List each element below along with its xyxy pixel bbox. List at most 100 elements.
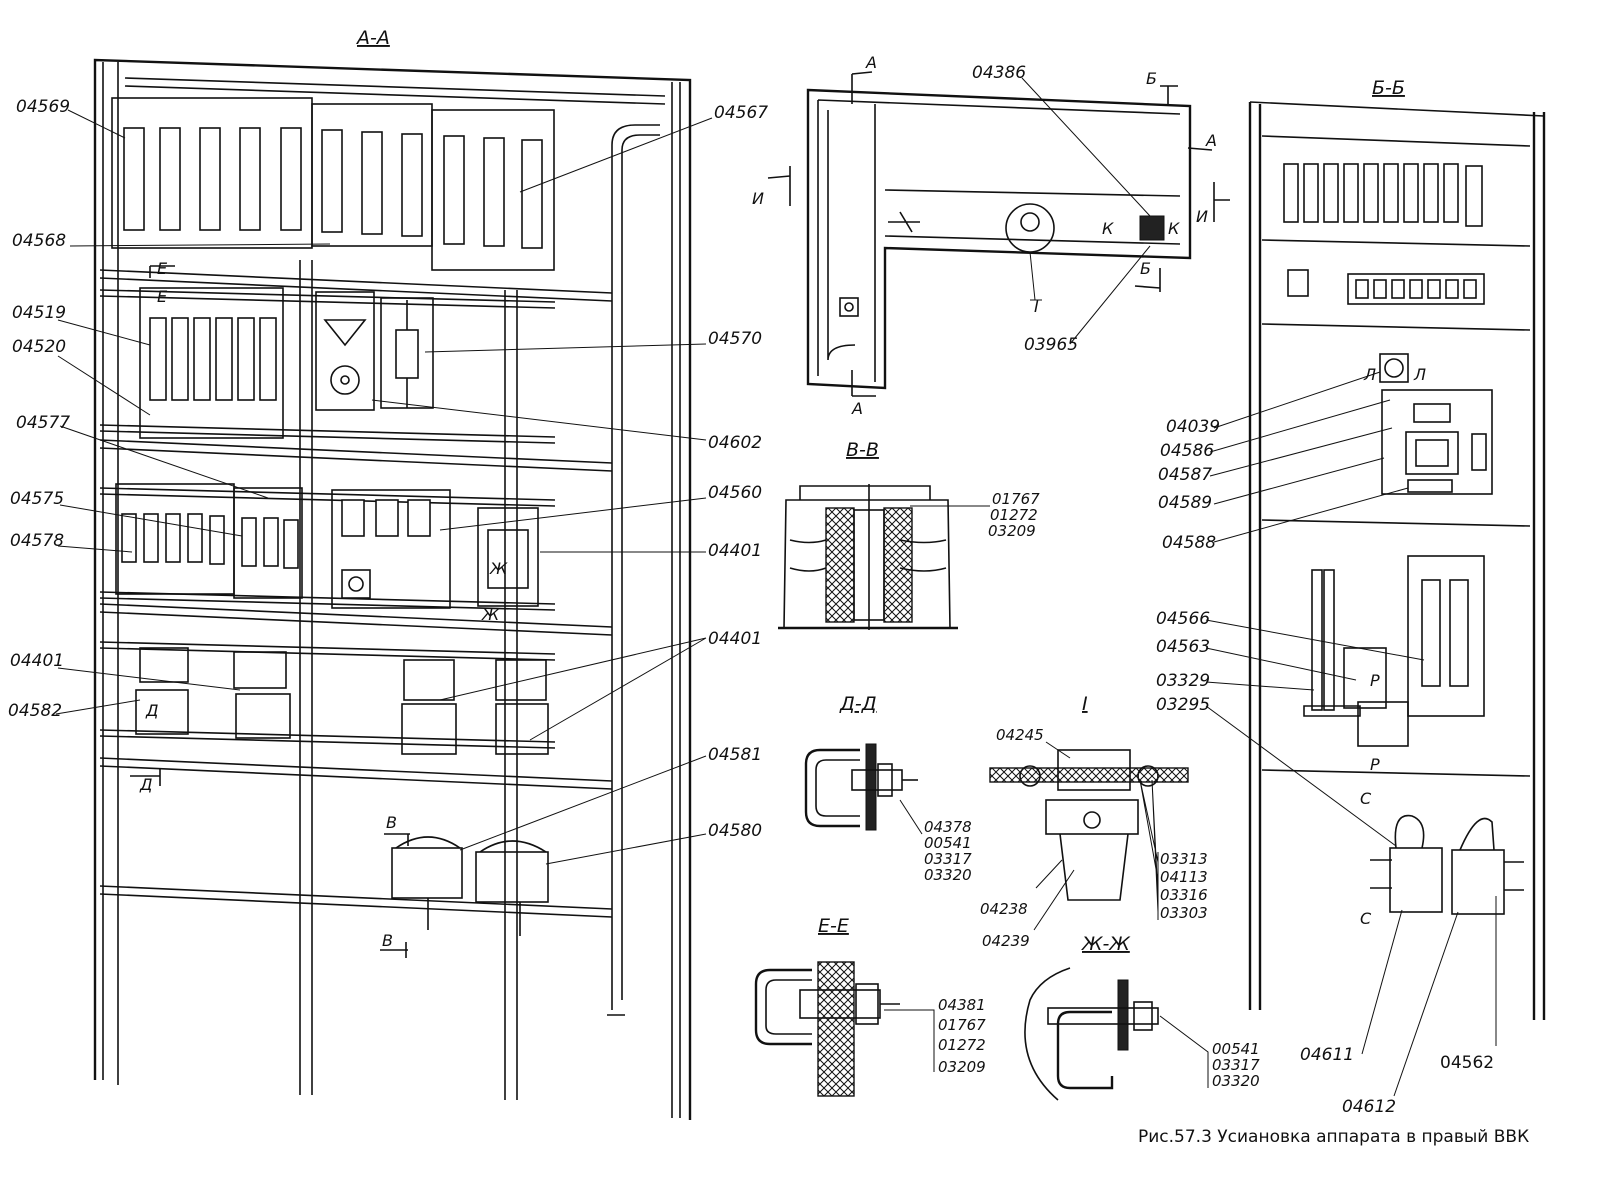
mark-e-top: Е	[157, 259, 168, 278]
label-04586: 04586	[1160, 441, 1214, 461]
label-04401-right-2: 04401	[708, 629, 762, 649]
section-title-i: I	[1082, 693, 1088, 715]
mark-d-bottom: Д	[139, 775, 153, 794]
top-mark-a-bottom: А	[851, 399, 863, 418]
view-zhzh: Ж-Ж 00541 03317 03320	[1024, 933, 1260, 1101]
label-04560: 04560	[708, 483, 762, 503]
label-04569: 04569	[16, 97, 70, 117]
label-03965: 03965	[1024, 335, 1078, 355]
bb-mark-r-bottom: Р	[1370, 755, 1380, 774]
label-i-03316: 03316	[1160, 886, 1208, 904]
label-04577: 04577	[16, 413, 70, 433]
label-04587: 04587	[1158, 465, 1212, 485]
label-04039: 04039	[1166, 417, 1220, 437]
figure-caption: Рис.57.3 Усиановка аппарата в правый ВВК	[1138, 1127, 1529, 1147]
mark-zh-top: Ж	[489, 559, 508, 578]
section-title-ee: Е-Е	[818, 915, 849, 937]
label-04588: 04588	[1162, 533, 1216, 553]
label-04568: 04568	[12, 231, 66, 251]
top-mark-i-right: И	[1196, 207, 1208, 226]
label-04580: 04580	[708, 821, 762, 841]
top-resistor-panels	[111, 97, 555, 271]
top-rail-2	[124, 85, 666, 105]
label-04563: 04563	[1156, 637, 1210, 657]
label-vv-03209: 03209	[988, 522, 1036, 540]
label-vv-01272: 01272	[990, 506, 1038, 524]
mark-d-top: Д	[145, 701, 159, 720]
label-dd-00541: 00541	[924, 834, 972, 852]
view-aa: А-А	[8, 27, 768, 1120]
bb-mark-r-top: Р	[1370, 671, 1380, 690]
label-vv-01767: 01767	[992, 490, 1040, 508]
top-mark-k-right: К	[1168, 219, 1180, 238]
devices-04581-04580	[391, 836, 549, 936]
mark-v-top: В	[386, 813, 397, 832]
label-04519: 04519	[12, 303, 66, 323]
label-zhzh-03317: 03317	[1212, 1056, 1260, 1074]
bb-leaders	[1205, 371, 1497, 1097]
label-04578: 04578	[10, 531, 64, 551]
resistor-panel-04519	[139, 287, 284, 439]
top-mark-k-left: К	[1102, 219, 1114, 238]
label-04567: 04567	[714, 103, 768, 123]
side-tube-2	[621, 134, 660, 1000]
horizontal-rails	[99, 269, 613, 918]
contactor-row	[135, 647, 549, 755]
label-04570: 04570	[708, 329, 762, 349]
bb-mark-l-right: Л	[1413, 365, 1426, 384]
label-04575: 04575	[10, 489, 64, 509]
label-04581: 04581	[708, 745, 762, 765]
label-zhzh-03320: 03320	[1212, 1072, 1260, 1090]
label-04589: 04589	[1158, 493, 1212, 513]
label-04520: 04520	[12, 337, 66, 357]
side-tube	[611, 124, 660, 1010]
bb-top-resistors	[1283, 163, 1483, 227]
label-03329: 03329	[1156, 671, 1210, 691]
label-04239: 04239	[982, 932, 1030, 950]
label-03295: 03295	[1156, 695, 1210, 715]
label-04612: 04612	[1342, 1097, 1396, 1117]
top-mark-b-bottom: Б	[1140, 259, 1151, 278]
view-dd: Д-Д 04378 00541 03317 03320	[804, 693, 972, 884]
label-dd-04378: 04378	[924, 818, 972, 836]
label-dd-03320: 03320	[924, 866, 972, 884]
top-mark-one: I	[1034, 297, 1039, 316]
mark-v-bottom: В	[382, 931, 393, 950]
cabinet-outline	[93, 58, 692, 1120]
view-bb: Б-Б	[1156, 77, 1546, 1117]
top-rail	[124, 77, 666, 97]
bb-mark-l-left: Л	[1363, 365, 1376, 384]
bb-mark-s-top: С	[1360, 789, 1372, 808]
aa-leaders	[55, 109, 713, 865]
mark-zh-bottom: Ж	[481, 605, 500, 624]
label-04562: 04562	[1440, 1053, 1494, 1073]
label-i-03313: 03313	[1160, 850, 1208, 868]
label-04245: 04245	[996, 726, 1044, 744]
label-ee-04381: 04381	[938, 996, 986, 1014]
switch-04570	[315, 291, 434, 411]
label-ee-03209: 03209	[938, 1058, 986, 1076]
top-mark-i-left: И	[752, 189, 764, 208]
top-mark-b-top: Б	[1146, 69, 1157, 88]
label-04602: 04602	[708, 433, 762, 453]
top-mark-a-side: А	[1205, 131, 1217, 150]
mark-e-bottom: Е	[157, 287, 168, 306]
view-vv: В-В 01767 01272 03209	[778, 439, 1040, 630]
section-title-aa: А-А	[355, 27, 390, 49]
section-title-zhzh: Ж-Ж	[1081, 933, 1131, 955]
top-view-outline	[806, 88, 1192, 390]
section-title-dd: Д-Д	[839, 693, 877, 715]
label-zhzh-00541: 00541	[1212, 1040, 1260, 1058]
label-04611: 04611	[1300, 1045, 1354, 1065]
label-ee-01767: 01767	[938, 1016, 986, 1034]
top-mark-a-top: А	[865, 53, 877, 72]
section-title-vv: В-В	[846, 439, 879, 461]
view-ee: Е-Е 04381 01767 01272 03209	[754, 915, 986, 1097]
view-i: I 04245 04238 04239 03313 04113 03316 03…	[980, 693, 1208, 950]
label-04386: 04386	[972, 63, 1026, 83]
label-dd-03317: 03317	[924, 850, 972, 868]
panel-row-3	[115, 483, 539, 609]
label-04582: 04582	[8, 701, 62, 721]
label-ee-01272: 01272	[938, 1036, 986, 1054]
